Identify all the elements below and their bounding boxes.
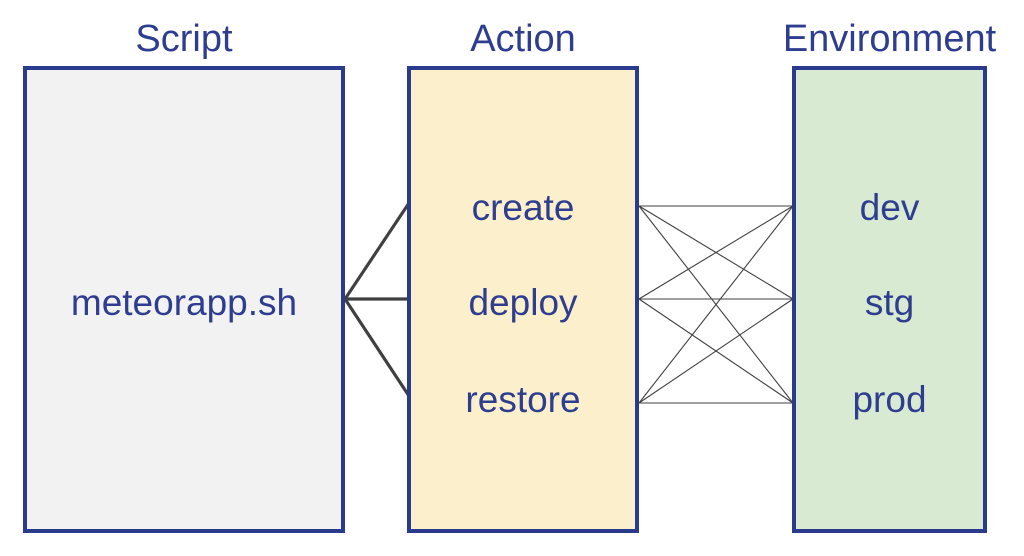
create-to-prod-line	[638, 205, 794, 404]
deploy-to-dev-line	[638, 205, 794, 300]
action-item-create: create	[471, 187, 575, 228]
script-to-restore-line	[343, 298, 411, 397]
action-item-deploy: deploy	[468, 282, 578, 323]
restore-to-dev-line	[638, 205, 794, 404]
action-to-environment-lines	[638, 205, 794, 404]
action-heading: Action	[470, 18, 576, 60]
script-box: meteorapp.sh	[23, 66, 345, 533]
action-box: create deploy restore	[407, 66, 639, 533]
script-to-action-lines	[343, 202, 411, 397]
create-to-stg-line	[638, 205, 794, 300]
script-to-create-line	[343, 202, 411, 300]
environment-item-prod: prod	[852, 379, 927, 420]
environment-box: dev stg prod	[792, 66, 987, 533]
script-item-meteorapp: meteorapp.sh	[70, 282, 298, 323]
environment-item-stg: stg	[864, 282, 915, 323]
environment-item-dev: dev	[859, 187, 920, 228]
action-item-restore: restore	[465, 379, 581, 420]
script-heading: Script	[135, 18, 233, 60]
restore-to-stg-line	[638, 298, 794, 404]
environment-heading: Environment	[782, 18, 997, 60]
deploy-to-prod-line	[638, 298, 794, 404]
